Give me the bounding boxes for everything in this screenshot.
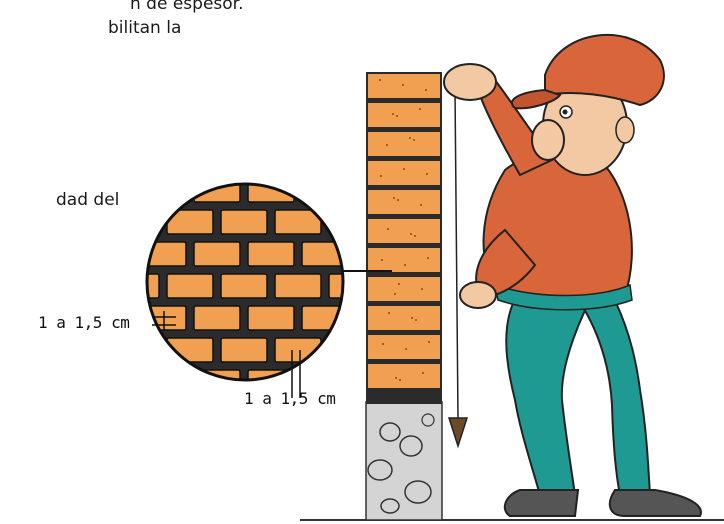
brick-texture-dot xyxy=(405,348,407,350)
brick-texture-dot xyxy=(421,288,423,290)
detail-brick xyxy=(437,210,483,234)
detail-brick xyxy=(464,434,510,458)
brick-texture-dot xyxy=(402,84,404,86)
detail-brick xyxy=(113,338,159,362)
brick-texture-dot xyxy=(427,257,429,259)
detail-brick xyxy=(221,274,267,298)
detail-brick xyxy=(437,338,483,362)
detail-brick xyxy=(302,434,348,458)
brick-texture-dot xyxy=(380,175,382,177)
detail-brick xyxy=(464,370,510,394)
brick-texture-dot xyxy=(404,264,406,266)
detail-brick xyxy=(167,274,213,298)
detail-brick xyxy=(194,434,240,458)
brick-texture-dot xyxy=(379,79,381,81)
brick-texture-dot xyxy=(426,173,428,175)
detail-brick xyxy=(140,434,186,458)
brick-texture-dot xyxy=(388,312,390,314)
detail-brick xyxy=(194,242,240,266)
brick-texture-dot xyxy=(398,283,400,285)
column-brick xyxy=(368,335,440,359)
brick-texture-dot xyxy=(397,199,399,201)
brick-texture-dot xyxy=(410,233,412,235)
brick-column xyxy=(366,72,442,404)
detail-brick xyxy=(221,338,267,362)
detail-brick xyxy=(275,274,321,298)
column-brick xyxy=(368,306,440,330)
column-brick xyxy=(368,190,440,214)
detail-brick xyxy=(140,306,186,330)
column-brick xyxy=(368,219,440,243)
detail-brick xyxy=(194,370,240,394)
detail-brick xyxy=(86,178,132,202)
detail-brick xyxy=(248,178,294,202)
brick-texture-dot xyxy=(396,115,398,117)
brick-texture-dot xyxy=(394,293,396,295)
detail-brick xyxy=(140,178,186,202)
brick-texture-dot xyxy=(395,377,397,379)
detail-brick xyxy=(59,402,105,426)
concrete-foundation xyxy=(366,402,442,520)
brick-texture-dot xyxy=(413,139,415,141)
detail-brick xyxy=(167,402,213,426)
detail-brick xyxy=(113,274,159,298)
detail-brick xyxy=(59,274,105,298)
joint-width-label-side: 1 a 1,5 cm xyxy=(38,313,129,332)
detail-brick xyxy=(302,178,348,202)
column-brick xyxy=(368,248,440,272)
detail-brick xyxy=(248,306,294,330)
brick-texture-dot xyxy=(422,372,424,374)
brick-texture-dot xyxy=(381,259,383,261)
brick-texture-dot xyxy=(415,319,417,321)
brick-texture-dot xyxy=(428,341,430,343)
column-brick xyxy=(368,277,440,301)
brick-texture-dot xyxy=(392,113,394,115)
column-brick xyxy=(368,132,440,156)
detail-brick xyxy=(86,434,132,458)
detail-brick xyxy=(140,370,186,394)
brick-texture-dot xyxy=(411,317,413,319)
brick-texture-dot xyxy=(387,228,389,230)
detail-brick xyxy=(194,306,240,330)
detail-brick xyxy=(221,210,267,234)
column-brick xyxy=(368,74,440,98)
brick-texture-dot xyxy=(393,197,395,199)
bricklayer-figure xyxy=(444,35,701,516)
plumb-line xyxy=(449,90,467,446)
brick-texture-dot xyxy=(414,235,416,237)
detail-brick xyxy=(59,338,105,362)
detail-brick xyxy=(194,178,240,202)
brick-texture-dot xyxy=(399,379,401,381)
brick-texture-dot xyxy=(409,137,411,139)
column-brick xyxy=(368,364,440,388)
brick-texture-dot xyxy=(420,204,422,206)
brick-texture-dot xyxy=(419,108,421,110)
brick-texture-dot xyxy=(425,89,427,91)
brick-texture-dot xyxy=(386,144,388,146)
detail-brick xyxy=(59,210,105,234)
detail-brick xyxy=(86,242,132,266)
detail-brick xyxy=(248,434,294,458)
column-brick xyxy=(368,161,440,185)
detail-brick xyxy=(113,402,159,426)
detail-brick xyxy=(140,242,186,266)
detail-brick xyxy=(248,242,294,266)
detail-brick xyxy=(86,370,132,394)
joint-width-label-bottom: 1 a 1,5 cm xyxy=(244,389,335,408)
brick-texture-dot xyxy=(382,343,384,345)
detail-brick xyxy=(302,306,348,330)
detail-brick xyxy=(464,306,510,330)
detail-brick xyxy=(113,210,159,234)
column-brick xyxy=(368,103,440,127)
brick-texture-dot xyxy=(403,168,405,170)
